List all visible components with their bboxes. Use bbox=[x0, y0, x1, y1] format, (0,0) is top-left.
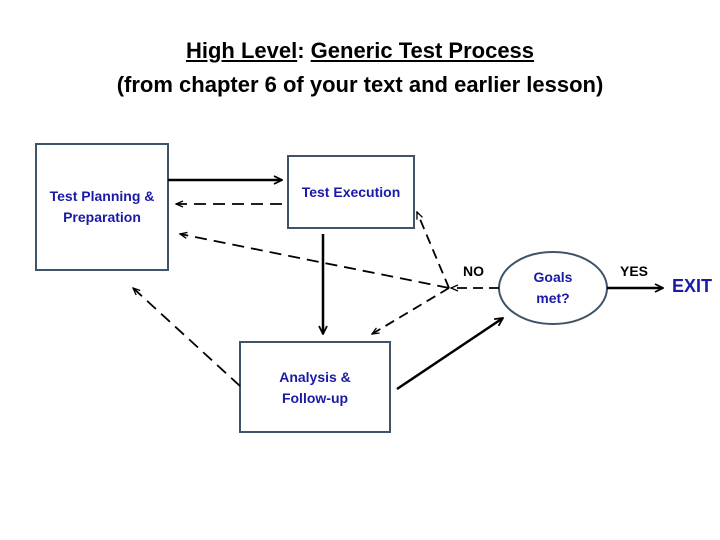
analysis-line1: Analysis & bbox=[279, 369, 351, 385]
dashed-analysis-to-planning bbox=[133, 288, 241, 387]
dashed-junction-to-analysis bbox=[372, 287, 450, 334]
test-execution-label: Test Execution bbox=[301, 184, 401, 200]
test-planning-box bbox=[35, 143, 169, 271]
test-planning-line2: Preparation bbox=[63, 209, 141, 225]
arrow-analysis-to-goals bbox=[396, 318, 503, 391]
title-generic-test-process: Generic Test Process bbox=[310, 38, 535, 63]
goals-line1: Goals bbox=[533, 269, 573, 285]
test-execution-box bbox=[287, 155, 415, 229]
title-high-level: High Level bbox=[185, 38, 298, 63]
dashed-junction-to-execution bbox=[416, 212, 450, 289]
analysis-line2: Follow-up bbox=[281, 390, 349, 406]
analysis-label: Analysis & Follow-up bbox=[240, 367, 390, 409]
title-line-1: High Level: Generic Test Process bbox=[0, 36, 720, 66]
exit-label: EXIT bbox=[672, 276, 713, 296]
dashed-junction-to-planning bbox=[180, 234, 450, 289]
goals-line2: met? bbox=[536, 290, 570, 306]
title-separator: : bbox=[297, 38, 311, 63]
analysis-box bbox=[239, 341, 391, 433]
no-label: NO bbox=[463, 263, 484, 279]
title-line-2: (from chapter 6 of your text and earlier… bbox=[116, 72, 604, 97]
yes-label: YES bbox=[620, 263, 649, 279]
test-planning-line1: Test Planning & bbox=[49, 188, 155, 204]
goals-met-label: Goals met? bbox=[499, 267, 607, 309]
test-planning-label: Test Planning & Preparation bbox=[36, 186, 168, 228]
